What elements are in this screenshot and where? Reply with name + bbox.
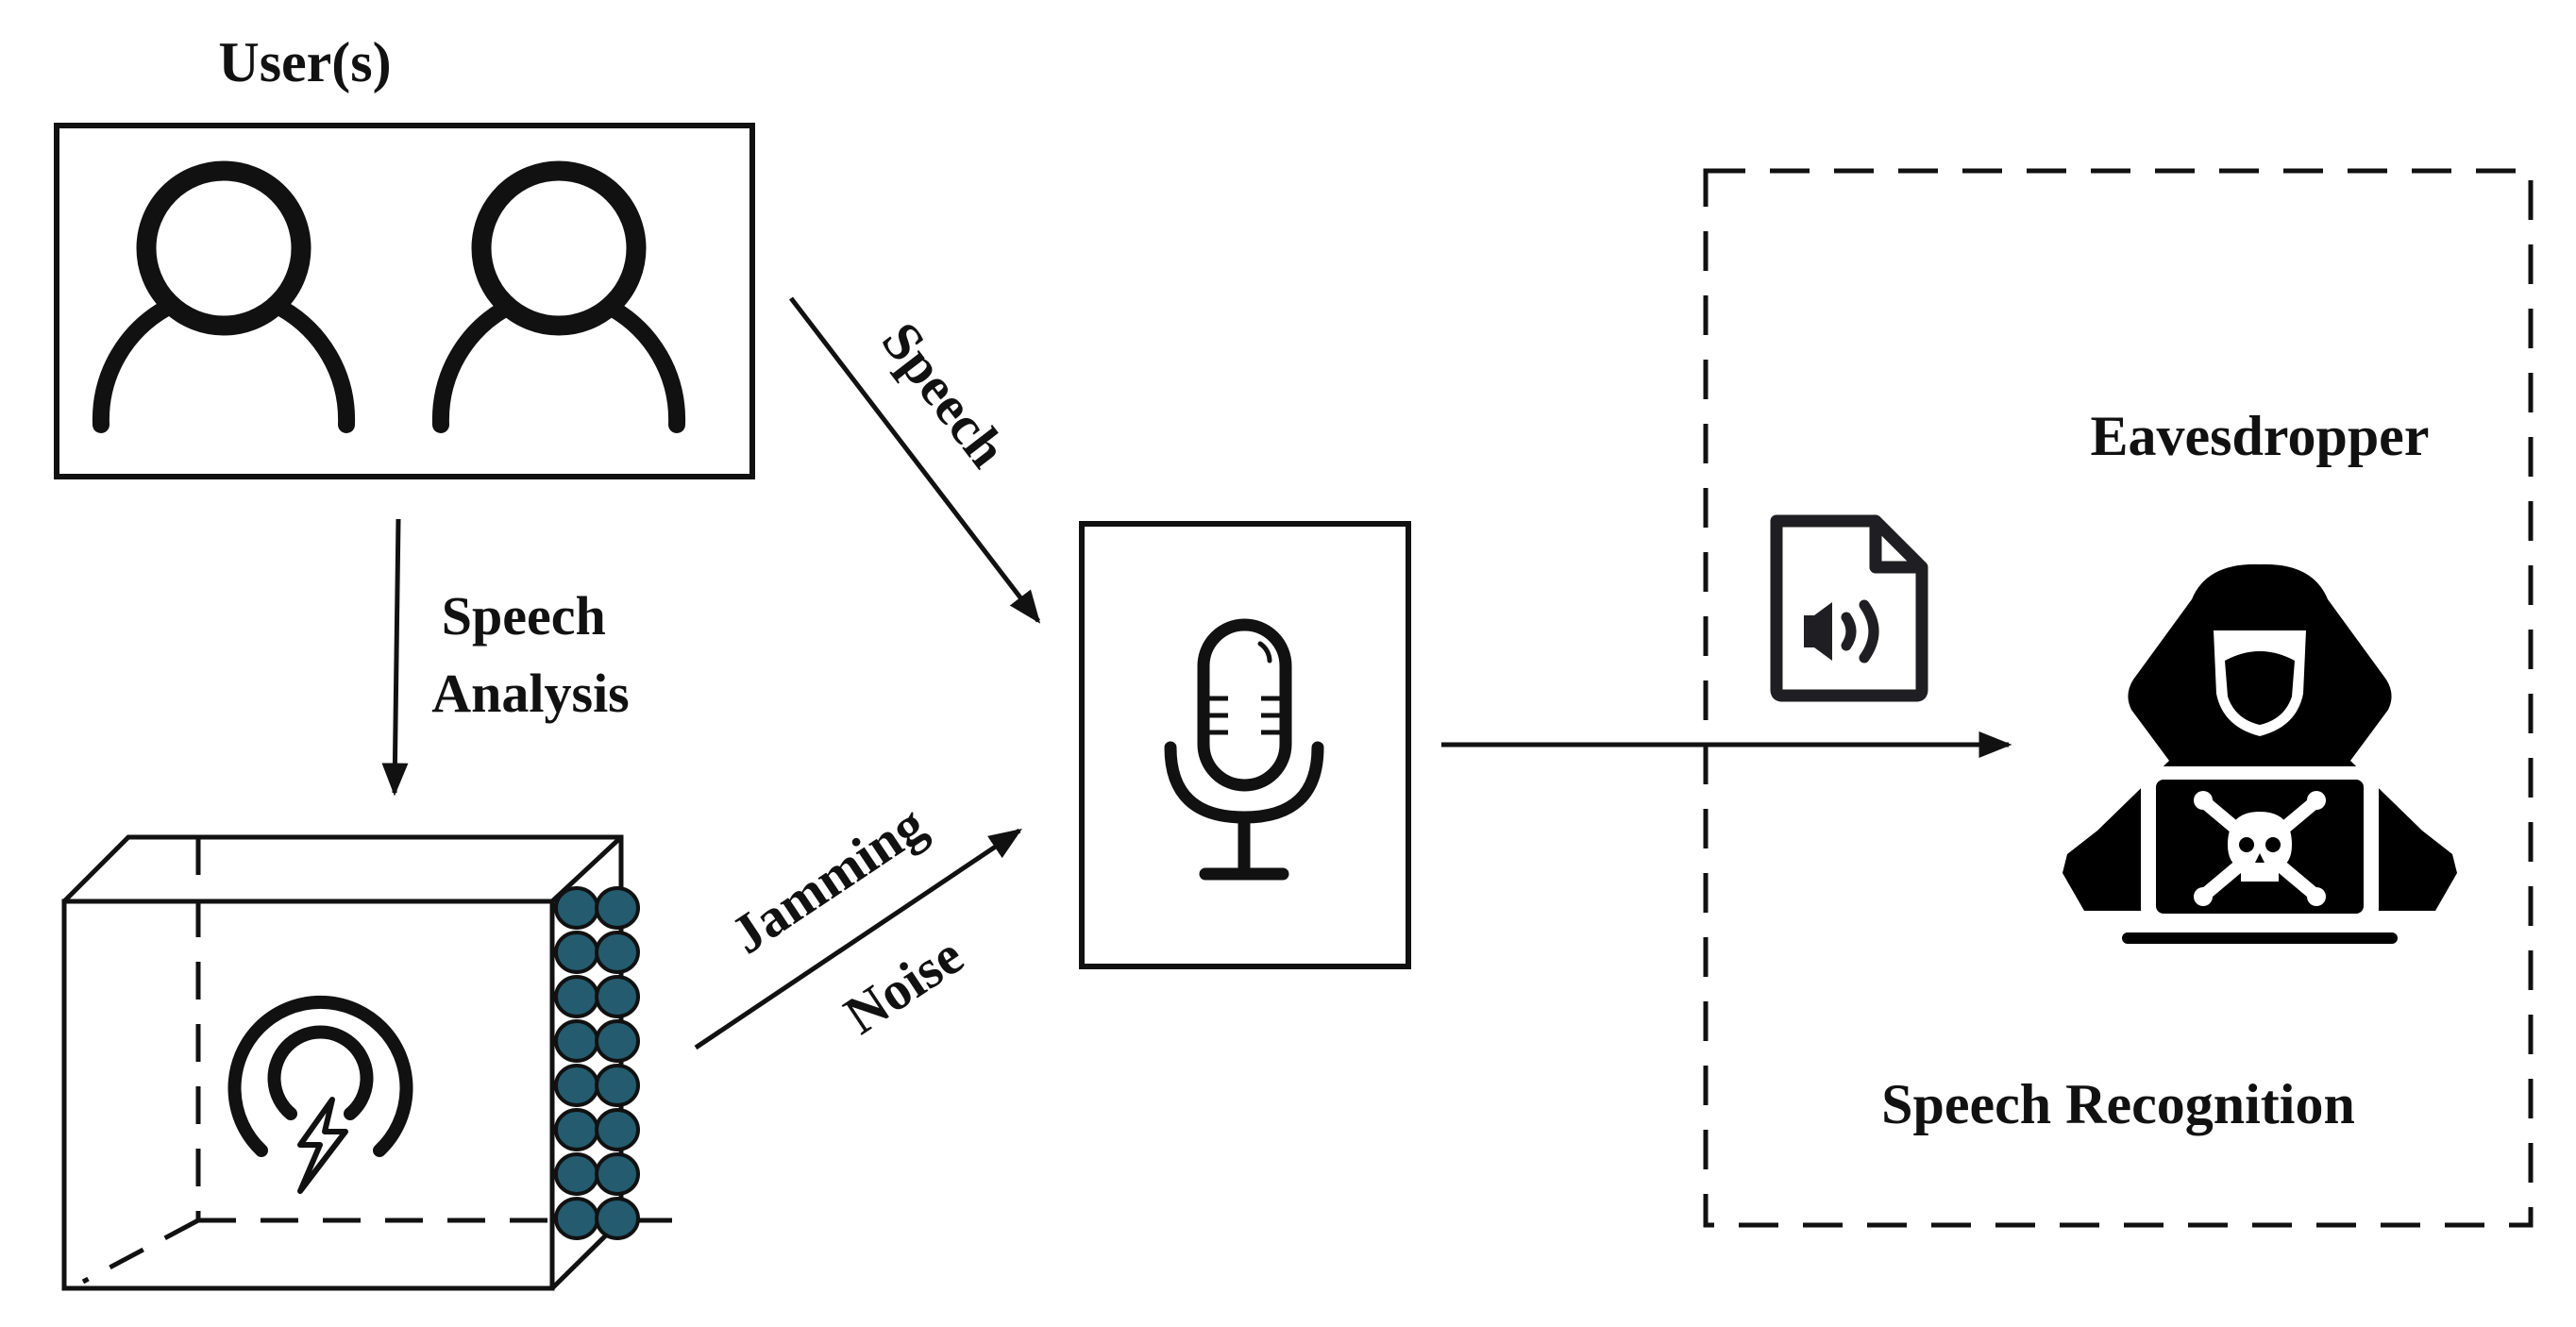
speech-recognition-label: Speech Recognition: [1881, 1073, 2355, 1135]
speech-analysis-arrow: [381, 518, 409, 797]
microphone-box: [1079, 521, 1411, 969]
speech-arrow: [789, 296, 1041, 624]
speaker-unit: [554, 1019, 640, 1063]
jamming-label: Jamming: [720, 793, 936, 966]
eavesdropper-label: Eavesdropper: [2091, 405, 2430, 467]
hacker-icon: [2062, 563, 2457, 944]
user-icon: [92, 160, 356, 433]
speaker-unit: [554, 886, 640, 930]
audio-file-icon: [1770, 514, 1928, 702]
jammer-device-icon: [61, 834, 672, 1291]
eavesdropper-region: [1703, 168, 2534, 1228]
users-box: [54, 123, 755, 479]
users-label: User(s): [218, 31, 391, 93]
speech-arrow-label: Speech: [870, 311, 1019, 479]
speaker-unit: [554, 1197, 640, 1240]
wireless-power-icon: [227, 995, 413, 1194]
speaker-array-icon: [554, 886, 640, 1240]
speaker-unit: [554, 975, 640, 1018]
users-panel: User(s): [54, 31, 755, 479]
speech-analysis-label: Speech Analysis: [431, 585, 630, 724]
skull-crossbones-icon: [2194, 791, 2326, 906]
user-icon: [431, 160, 686, 433]
microphone-icon: [1164, 618, 1324, 881]
speaker-unit: [554, 1064, 640, 1107]
jamming-noise-arrow: [694, 828, 1022, 1050]
speaker-unit: [554, 1108, 640, 1151]
speaker-unit: [554, 931, 640, 974]
speaker-unit: [554, 1152, 640, 1196]
